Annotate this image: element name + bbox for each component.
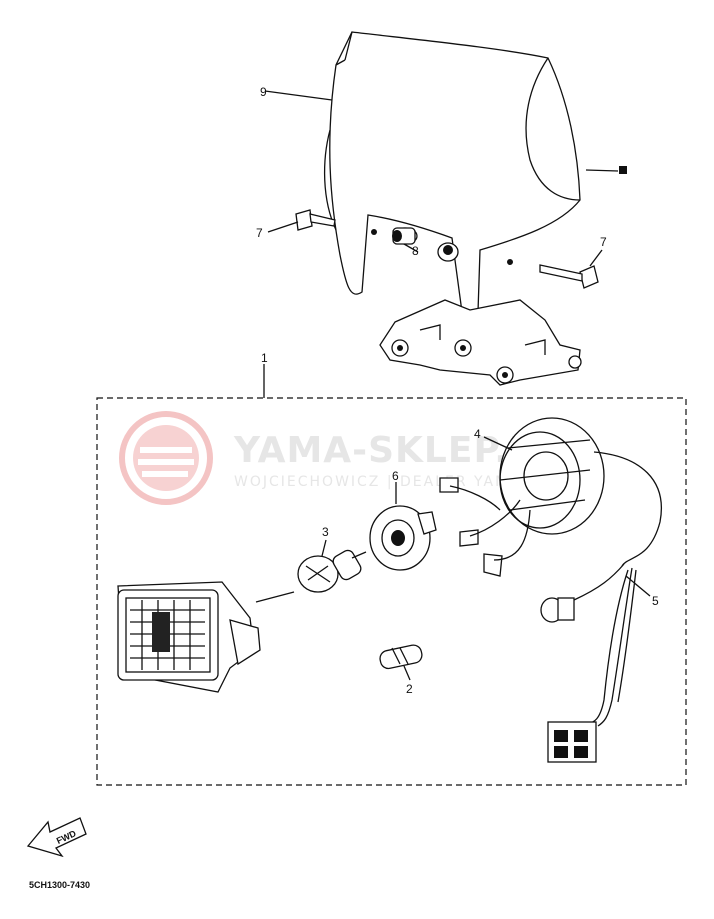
- bulb-socket: [369, 505, 437, 571]
- callout-7-right: 7: [600, 235, 607, 249]
- grommet-left: [392, 227, 418, 245]
- watermark-logo: [119, 411, 213, 505]
- watermark-subtitle: WOJCIECHOWICZ | DEALER YAMAHA: [234, 474, 545, 490]
- watermark: YAMA-SKLEP.PL WOJCIECHOWICZ | DEALER YAM…: [119, 411, 559, 505]
- callout-2: 2: [406, 682, 413, 696]
- wire-harness: [449, 451, 662, 727]
- mount-bracket: [379, 299, 582, 386]
- grommet-right: [437, 242, 459, 262]
- headlight-bulb: [297, 549, 367, 593]
- callout-3: 3: [322, 525, 329, 539]
- pilot-bulb: [379, 644, 423, 670]
- bolt-left: [295, 209, 336, 231]
- bulb-connector: [540, 597, 575, 623]
- callout-9: 9: [260, 85, 267, 99]
- headlight-unit: [117, 581, 261, 693]
- callout-4: 4: [474, 427, 481, 441]
- headlight-housing: [439, 417, 605, 577]
- multi-pin-connector: [547, 721, 597, 763]
- callout-7-left: 7: [256, 226, 263, 240]
- leader-lines: [255, 90, 651, 681]
- fwd-arrow-icon: FWD: [26, 817, 87, 858]
- bolt-right: [539, 264, 599, 289]
- assembly-frame: [96, 397, 687, 786]
- callout-5: 5: [652, 594, 659, 608]
- callout-6: 6: [392, 469, 399, 483]
- callout-1: 1: [261, 351, 268, 365]
- callout-8: 8: [412, 244, 419, 258]
- diagram-code: 5CH1300-7430: [29, 880, 90, 890]
- number-plate: [323, 31, 581, 318]
